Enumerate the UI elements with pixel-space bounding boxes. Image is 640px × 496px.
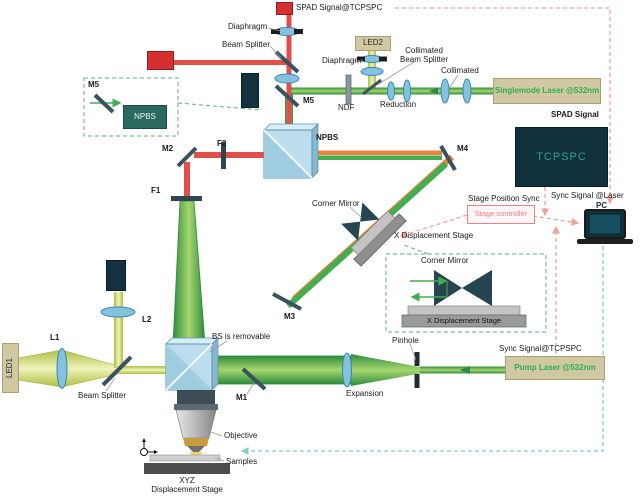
label-f1: F1 xyxy=(151,186,161,195)
label-pinhole: Pinhole xyxy=(392,336,419,345)
corner-mirror-prism-right xyxy=(462,270,492,306)
sample-slab xyxy=(149,454,221,462)
mirror-collimated-beam-splitter xyxy=(362,78,382,96)
mirror-m4 xyxy=(439,144,457,172)
pump-laser-beam xyxy=(211,354,506,386)
pinhole xyxy=(414,352,420,388)
mirror-m1 xyxy=(241,367,267,391)
corner-mirror-prism-left xyxy=(434,270,462,306)
tcpspc-box: TCPSPC xyxy=(515,127,608,187)
control-line-teal xyxy=(240,246,604,455)
filter-ndf xyxy=(345,74,352,105)
iris-blades xyxy=(271,29,387,62)
label-sync-signal-laser: Sync Signal @Laser xyxy=(551,191,624,200)
lens-led2 xyxy=(360,67,384,76)
lens-top xyxy=(274,73,300,84)
label-spad-signal: SPAD Signal xyxy=(551,110,599,119)
collection-beam-vertical xyxy=(172,200,206,345)
inset-corner-mirror xyxy=(385,253,547,333)
label-sync-signal-tcpspc: Sync Signal@TCPSPC xyxy=(499,344,582,353)
led1-beam xyxy=(17,292,168,388)
label-f2: F2 xyxy=(217,139,227,148)
label-expansion: Expansion xyxy=(346,389,384,398)
label-pc: PC xyxy=(596,201,608,210)
mirror-m5-inset xyxy=(93,93,115,114)
label-m5-inset: M5 xyxy=(88,80,100,89)
mirror-beam-splitter-bottom xyxy=(101,355,133,387)
detector-box-top xyxy=(241,73,259,108)
lenses xyxy=(56,27,472,389)
label-stage-position-sync: Stage Position Sync xyxy=(468,194,540,203)
label-npbs-main: NPBS xyxy=(316,133,339,142)
led2-source: LED2 xyxy=(355,36,391,51)
label-diaphragm-led2: Diaphragm xyxy=(322,56,362,65)
label-diaphragm-top: Diaphragm xyxy=(228,22,268,31)
label-m3: M3 xyxy=(284,312,296,321)
singlemode-laser-box: Singlemode Laser @532nm xyxy=(493,78,601,104)
beam-arrow-icon xyxy=(429,87,438,95)
led1-source: LED1 xyxy=(2,343,19,393)
label-reduction: Reduction xyxy=(380,100,417,109)
pump-laser-box: Pump Laser @532nm xyxy=(505,356,605,380)
lens-collimated-2 xyxy=(462,78,472,104)
label-m5-main: M5 xyxy=(303,96,315,105)
objective xyxy=(174,390,218,459)
label-x-displacement-stage-main: X Displacement Stage xyxy=(394,231,474,240)
label-spad-signal-tcpspc-top: SPAD Signal@TCPSPC xyxy=(296,3,383,12)
lens-reduction-2 xyxy=(403,79,411,103)
axis-origin-icon xyxy=(140,448,148,456)
label-beam-splitter-top: Beam Splitter xyxy=(222,40,271,49)
corner-mirror-stage xyxy=(341,202,407,267)
label-xyz-stage: XYZ Displacement Stage xyxy=(151,476,223,495)
label-collimated-beam-splitter: Collimated Beam Splitter xyxy=(399,46,449,65)
npbs-cube xyxy=(263,123,319,179)
label-samples: Samples xyxy=(226,457,258,466)
label-bs-removable: BS is removable xyxy=(212,332,271,341)
bs-cube xyxy=(165,337,219,391)
camera-box-left xyxy=(106,260,126,291)
pointer-lines xyxy=(105,27,459,462)
label-objective: Objective xyxy=(224,431,258,440)
sample-stage xyxy=(140,438,230,474)
label-corner-mirror-main: Corner Mirror xyxy=(312,199,360,208)
mirror-m2 xyxy=(176,146,198,168)
lens-expansion xyxy=(342,352,352,388)
label-collimated: Collimated xyxy=(441,66,479,75)
label-l2: L2 xyxy=(142,315,152,324)
beam-arrow-icon xyxy=(460,366,470,374)
label-m2: M2 xyxy=(162,144,174,153)
label-x-displacement-stage-inset: X Displacement Stage xyxy=(426,316,502,325)
npbs-inset-box: NPBS xyxy=(123,105,167,129)
signal-lines-pink xyxy=(395,7,614,354)
label-l1: L1 xyxy=(50,333,60,342)
xyz-stage-block xyxy=(144,463,230,474)
lens-l2 xyxy=(100,306,136,318)
mirror-m5 xyxy=(274,84,300,108)
spad-detector-left xyxy=(147,51,174,70)
filter-f1 xyxy=(171,196,202,201)
label-beam-splitter-bottom: Beam Splitter xyxy=(78,391,127,400)
inset-connectors xyxy=(177,102,429,255)
label-ndf: NDF xyxy=(338,103,355,112)
lens-collimated-1 xyxy=(440,78,450,104)
mirrors xyxy=(101,50,457,391)
inset-m5 xyxy=(83,77,179,137)
label-m4: M4 xyxy=(457,144,469,153)
spad-detector-top xyxy=(276,2,293,15)
label-corner-mirror-inset: Corner Mirror xyxy=(421,256,469,265)
lens-l1 xyxy=(56,348,68,389)
mirror-m3 xyxy=(272,292,302,311)
lens-reduction-1 xyxy=(387,81,395,101)
pc-laptop-icon xyxy=(577,209,633,244)
mirror-beam-splitter-top xyxy=(274,50,300,74)
filter-f2 xyxy=(221,142,226,169)
filters xyxy=(171,74,352,201)
label-m1: M1 xyxy=(236,393,248,402)
stage-controller-box: Stage controller xyxy=(467,205,535,224)
